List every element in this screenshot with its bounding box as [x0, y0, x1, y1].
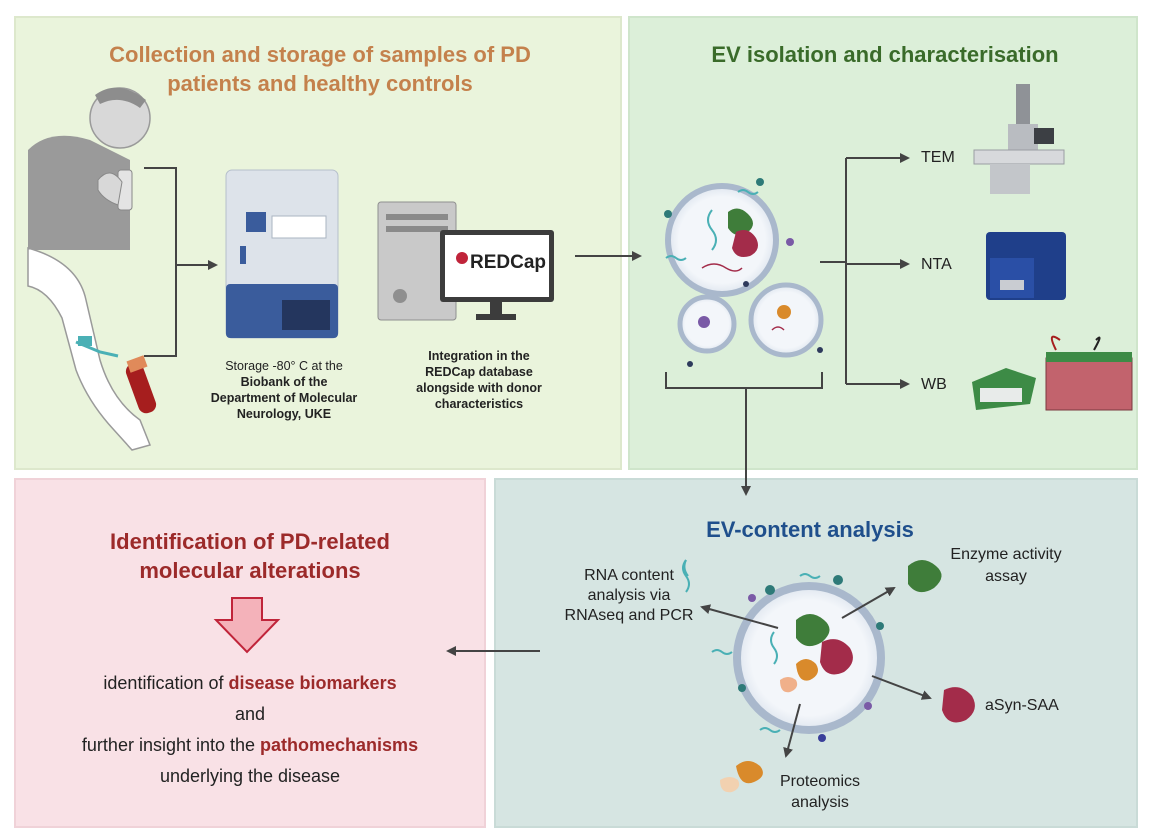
enzyme-caption: Enzyme activity assay: [950, 546, 1062, 585]
ev-content-vesicle-icon: [682, 559, 885, 742]
ev-title: EV isolation and characterisation: [711, 42, 1059, 67]
freezer-icon: [225, 169, 339, 339]
tem-microscope-icon: [973, 84, 1065, 194]
rna-caption: RNA content analysis via RNAseq and PCR: [564, 567, 694, 624]
enzyme-protein-icon: [908, 560, 942, 593]
computer-icon: [377, 201, 554, 321]
integration-caption: Integration in the REDCap database along…: [416, 349, 542, 411]
nta-device-icon: [986, 232, 1066, 300]
identification-text: identification of disease biomarkers and…: [81, 673, 419, 786]
down-arrow-icon: [213, 597, 281, 654]
arm-blood-draw-icon: [27, 247, 157, 451]
method-nta: NTA: [921, 256, 952, 273]
proteomics-protein-icon: [736, 761, 763, 784]
collection-title: Collection and storage of samples of PD …: [109, 42, 531, 96]
identification-title: Identification of PD-related molecular a…: [110, 529, 390, 583]
redcap-logo: REDCap: [470, 252, 547, 273]
storage-caption: Storage -80° C at the Biobank of the Dep…: [210, 359, 358, 421]
identification-panel: [14, 478, 486, 828]
proteomics-caption: Proteomics analysis: [779, 773, 861, 811]
method-wb: WB: [921, 376, 947, 393]
asyn-protein-icon: [942, 687, 975, 723]
rna-strand-icon: [683, 559, 689, 577]
method-tem: TEM: [921, 149, 955, 166]
person-breath-icon: [28, 87, 151, 250]
content-title: EV-content analysis: [706, 517, 914, 542]
ev-vesicles-icon: [664, 178, 824, 367]
wb-apparatus-icon: [972, 335, 1133, 411]
asyn-caption: aSyn-SAA: [985, 697, 1059, 714]
